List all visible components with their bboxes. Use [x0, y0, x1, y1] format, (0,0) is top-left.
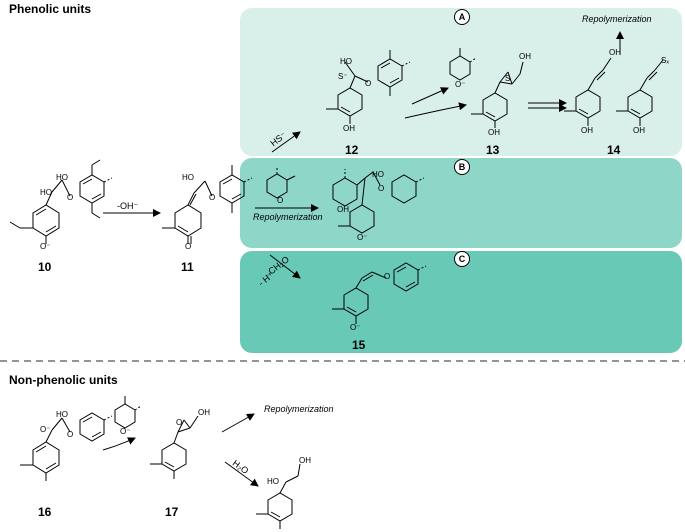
arrow-h2o: [224, 461, 259, 487]
phenolic-units-title: Phenolic units: [9, 2, 92, 16]
atom-ominus-side-np: O⁻: [120, 427, 131, 436]
atom-s-13: S: [505, 74, 511, 83]
structure-12: [326, 50, 411, 124]
reagent-quinone-methide-b: [266, 166, 296, 199]
panel-a-badge: A: [454, 9, 470, 25]
structure-14-thiol-variant: [616, 59, 664, 126]
atom-o-17: O: [176, 418, 183, 427]
side-product-quinone-methide-np: [114, 396, 142, 429]
label-repolymerization-b: Repolymerization: [253, 212, 323, 222]
compound-number-16: 16: [38, 505, 52, 519]
atom-ho-diol: HO: [267, 477, 279, 486]
label-repolymerization-a: Repolymerization: [582, 14, 652, 24]
structure-14: [564, 57, 612, 126]
atom-o-15: O: [384, 272, 391, 281]
atom-sx-14: Sₓ: [661, 56, 669, 65]
atom-ominus-side-a: O⁻: [455, 80, 466, 89]
arrow-hs: [271, 131, 301, 153]
atom-ho-16: HO: [56, 410, 68, 419]
atom-oh-14b: OH: [581, 126, 593, 135]
atom-oh-14a: OH: [609, 48, 621, 57]
panel-b-badge: B: [454, 159, 470, 175]
panel-a-thiol-pathway: [240, 8, 682, 156]
structure-15: [332, 262, 427, 324]
atom-oh-14c: OH: [633, 126, 645, 135]
atom-oh-13a: OH: [519, 52, 531, 61]
compound-number-10: 10: [38, 260, 52, 274]
atom-o-16: O: [67, 430, 74, 439]
atom-ominus-10: O⁻: [40, 242, 51, 251]
atom-ho-10a: HO: [56, 173, 68, 182]
atom-ominus-15: O⁻: [350, 323, 361, 332]
label-minus-oh: -OH⁻: [117, 201, 139, 211]
compound-number-11: 11: [181, 260, 194, 274]
arrow-np-repolymerization: [221, 413, 255, 433]
arrow-16-to-17: [102, 437, 136, 451]
atom-sminus-12: S⁻: [338, 72, 348, 81]
structure-b-adduct: [332, 169, 425, 234]
atom-ho-12: HO: [340, 57, 352, 66]
panel-c-enol-ether-pathway: [240, 251, 682, 353]
non-phenolic-units-title: Non-phenolic units: [9, 373, 118, 387]
panel-c-badge: C: [454, 251, 470, 267]
structure-diol-product: [256, 463, 301, 529]
atom-o-10: O: [67, 193, 74, 202]
atom-oh-12: OH: [343, 124, 355, 133]
atom-ominus-b: O⁻: [357, 233, 368, 242]
atom-oh-17: OH: [198, 408, 210, 417]
atom-ho-11: HO: [182, 173, 194, 182]
arrow-12-to-13: [404, 102, 467, 119]
atom-o-11-carbonyl: O: [185, 242, 192, 251]
atom-o-reagent-b: O: [277, 196, 284, 205]
atom-ho-10b: HO: [40, 188, 52, 197]
atom-o-b: O: [378, 184, 385, 193]
atom-ho-b: HO: [372, 170, 384, 179]
structure-16: [20, 412, 113, 481]
compound-number-13: 13: [486, 143, 500, 157]
atom-o-11: O: [209, 193, 216, 202]
atom-o-12: O: [365, 79, 372, 88]
compound-number-17: 17: [165, 505, 179, 519]
structure-13: [471, 61, 524, 128]
structure-17: [150, 415, 199, 479]
compound-number-12: 12: [345, 143, 359, 157]
atom-oh-13b: OH: [488, 128, 500, 137]
atom-oh-diol: OH: [299, 456, 311, 465]
atom-oh-b: OH: [337, 205, 349, 214]
atom-ominus-16: O⁻: [40, 425, 51, 434]
structure-11: [162, 165, 253, 244]
arrow-ch2o: [269, 254, 301, 279]
label-repolymerization-np: Repolymerization: [264, 404, 334, 414]
structure-10: [9, 159, 113, 244]
side-product-quinone-methide-a: [449, 48, 477, 81]
compound-number-14: 14: [607, 143, 621, 157]
compound-number-15: 15: [352, 338, 366, 352]
